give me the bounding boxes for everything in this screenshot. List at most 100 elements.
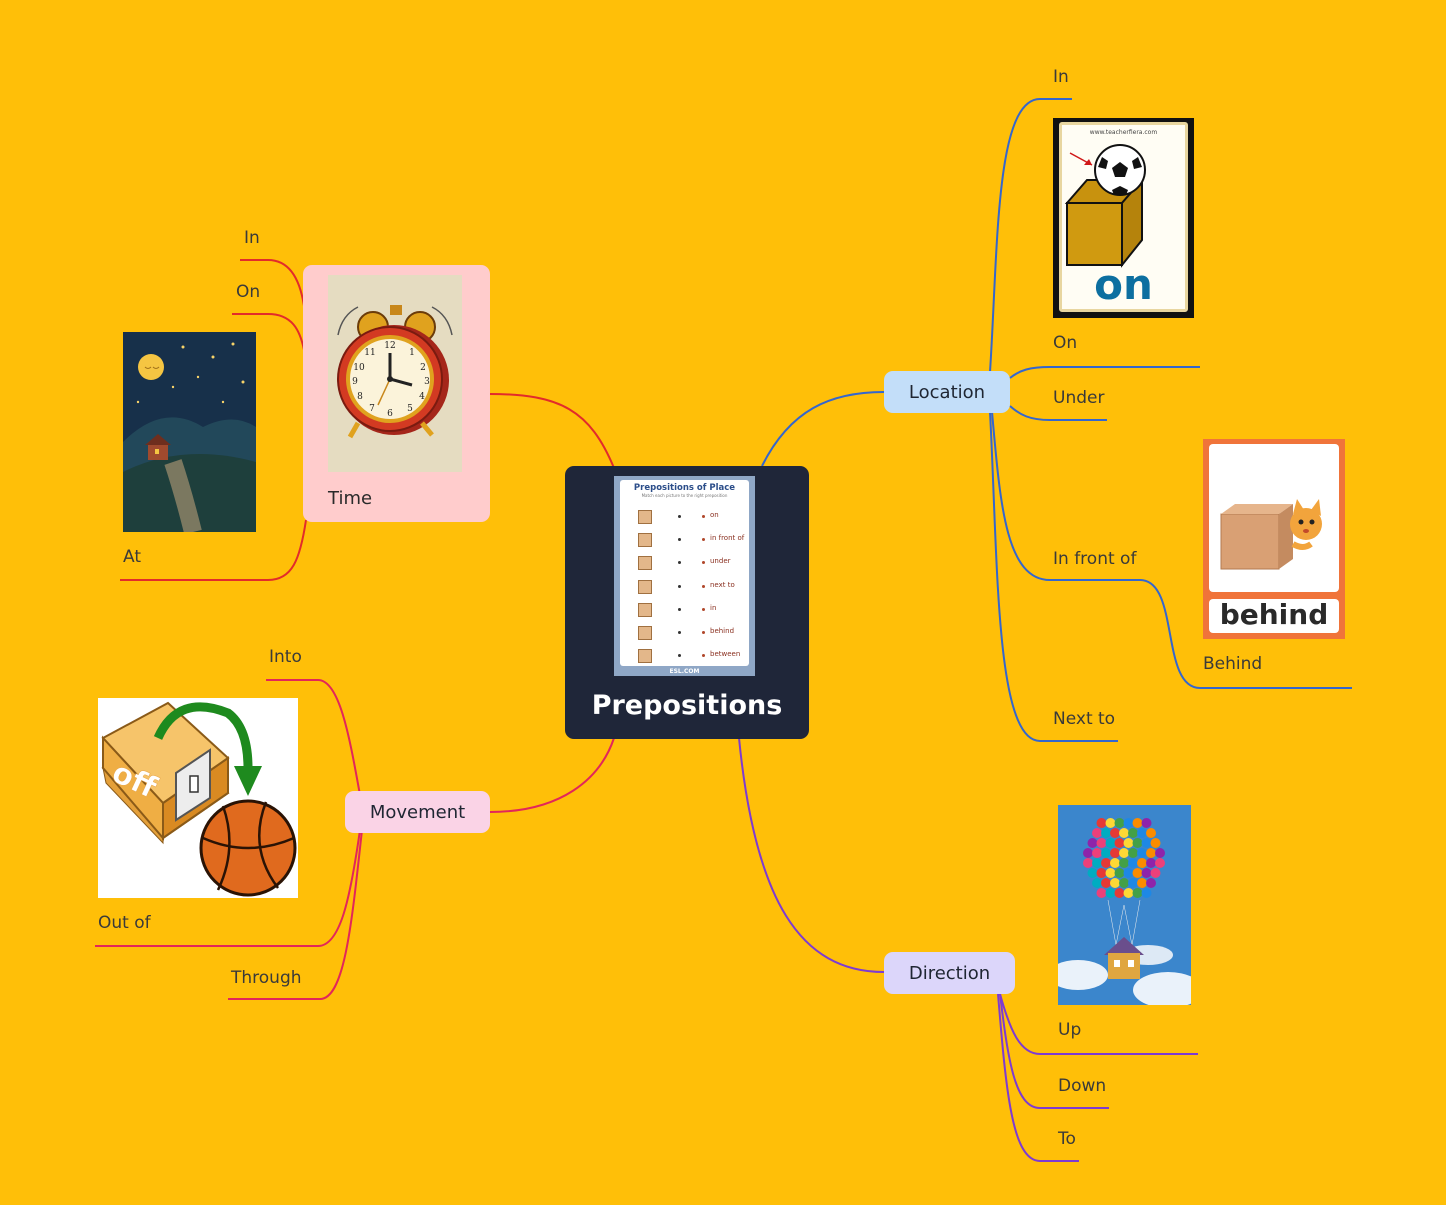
svg-text:9: 9 [352, 377, 358, 387]
worksheet-dot-icon [678, 538, 681, 542]
location-child-on[interactable]: On [1053, 333, 1078, 353]
direction-to-connector [997, 993, 1079, 1162]
time-child-on[interactable]: On [236, 282, 261, 302]
direction-down-connector [999, 993, 1109, 1109]
svg-text:5: 5 [407, 404, 413, 414]
worksheet-row: on [620, 508, 749, 528]
svg-text:8: 8 [357, 392, 363, 402]
worksheet-dot-icon [702, 538, 705, 542]
direction-child-up[interactable]: Up [1058, 1020, 1082, 1040]
worksheet-row: between [620, 647, 749, 667]
worksheet-box-icon [638, 626, 652, 640]
worksheet-word: behind [710, 627, 735, 635]
off-box-ball-image: off [98, 698, 298, 898]
location-in-connector [989, 98, 1072, 373]
location-under-connector [1009, 405, 1107, 421]
svg-text:10: 10 [353, 363, 365, 373]
movement-into-connector [266, 679, 361, 796]
location-infront-connector [991, 411, 1352, 689]
svg-text:2: 2 [420, 363, 426, 373]
location-child-under[interactable]: Under [1053, 388, 1105, 408]
svg-text:7: 7 [369, 404, 375, 414]
worksheet-dot-icon [702, 607, 705, 611]
worksheet-box-icon [638, 533, 652, 548]
time-in-connector [240, 259, 305, 307]
worksheet-dot-icon [702, 584, 705, 588]
direction-node[interactable]: Direction [884, 952, 1015, 994]
movement-node[interactable]: Movement [345, 791, 490, 833]
movement-child-into[interactable]: Into [269, 647, 302, 667]
worksheet-dot-icon [702, 654, 705, 658]
worksheet-dot-icon [678, 631, 681, 634]
location-child-in[interactable]: In [1053, 67, 1069, 87]
time-label: Time [328, 488, 373, 509]
worksheet-row: next to [620, 578, 749, 598]
movement-through-connector [228, 829, 363, 1000]
worksheet-box-icon [638, 510, 652, 524]
time-on-connector [232, 313, 305, 351]
direction-up-connector [999, 993, 1198, 1055]
svg-text:4: 4 [419, 392, 425, 402]
direction-child-down[interactable]: Down [1058, 1076, 1107, 1096]
worksheet-box-icon [638, 579, 652, 594]
time-connector [489, 393, 615, 469]
worksheet-word: between [710, 650, 741, 659]
location-child-nextto[interactable]: Next to [1053, 709, 1116, 729]
night-sky-image [123, 332, 256, 532]
worksheet-word: in front of [710, 534, 745, 543]
worksheet-box-icon [638, 556, 652, 571]
worksheet-row: in [620, 601, 749, 621]
time-child-in[interactable]: In [244, 228, 260, 248]
movement-child-through[interactable]: Through [231, 968, 302, 988]
worksheet-word: on [710, 511, 719, 519]
worksheet-dot-icon [678, 561, 681, 565]
worksheet-row: under [620, 554, 749, 574]
worksheet-box-icon [638, 649, 652, 664]
movement-outof-connector [95, 829, 361, 947]
svg-text:3: 3 [424, 377, 430, 387]
worksheet-image: Prepositions of Place Match each picture… [614, 476, 755, 676]
ball-on-box-image: www.teacherfiera.com on [1053, 118, 1194, 318]
svg-text:1: 1 [409, 348, 415, 358]
balloon-house-image [1058, 805, 1191, 1005]
location-child-infront[interactable]: In front of [1053, 549, 1137, 569]
time-child-at[interactable]: At [123, 547, 141, 567]
worksheet-dot-icon [702, 631, 705, 634]
worksheet-box-icon [638, 602, 652, 617]
direction-child-to[interactable]: To [1058, 1129, 1076, 1149]
worksheet-word: next to [710, 580, 735, 589]
worksheet-dot-icon [702, 515, 705, 518]
location-on-connector [1009, 366, 1200, 379]
worksheet-word: under [710, 557, 731, 566]
svg-text:6: 6 [387, 409, 393, 419]
worksheet-dot-icon [678, 607, 681, 611]
cat-behind-box-image: behind [1203, 439, 1345, 639]
svg-text:12: 12 [384, 341, 395, 351]
worksheet-subheading: Match each picture to the right preposit… [641, 493, 728, 498]
time-at-connector [120, 519, 307, 581]
location-child-behind[interactable]: Behind [1203, 654, 1263, 674]
behind-card-word: behind [1219, 598, 1329, 631]
movement-connector [489, 737, 615, 813]
worksheet-dot-icon [678, 654, 681, 658]
center-node[interactable]: Prepositions of Place Match each picture… [565, 466, 809, 739]
svg-text:11: 11 [364, 348, 375, 358]
worksheet-row: behind [620, 624, 749, 644]
location-node[interactable]: Location [884, 371, 1010, 413]
on-card-word: on [1094, 260, 1153, 309]
worksheet-heading: Prepositions of Place [633, 483, 736, 493]
direction-connector [738, 737, 885, 973]
location-connector [761, 391, 885, 467]
worksheet-footer: ESL.COM [669, 668, 700, 675]
worksheet-dot-icon [678, 515, 681, 518]
movement-child-outof[interactable]: Out of [98, 913, 151, 933]
center-title: Prepositions [591, 690, 783, 721]
worksheet-word: in [710, 603, 717, 612]
on-card-url: www.teacherfiera.com [1089, 129, 1158, 136]
location-nextto-connector [989, 411, 1118, 742]
worksheet-row: in front of [620, 531, 749, 551]
worksheet-dot-icon [678, 584, 681, 588]
